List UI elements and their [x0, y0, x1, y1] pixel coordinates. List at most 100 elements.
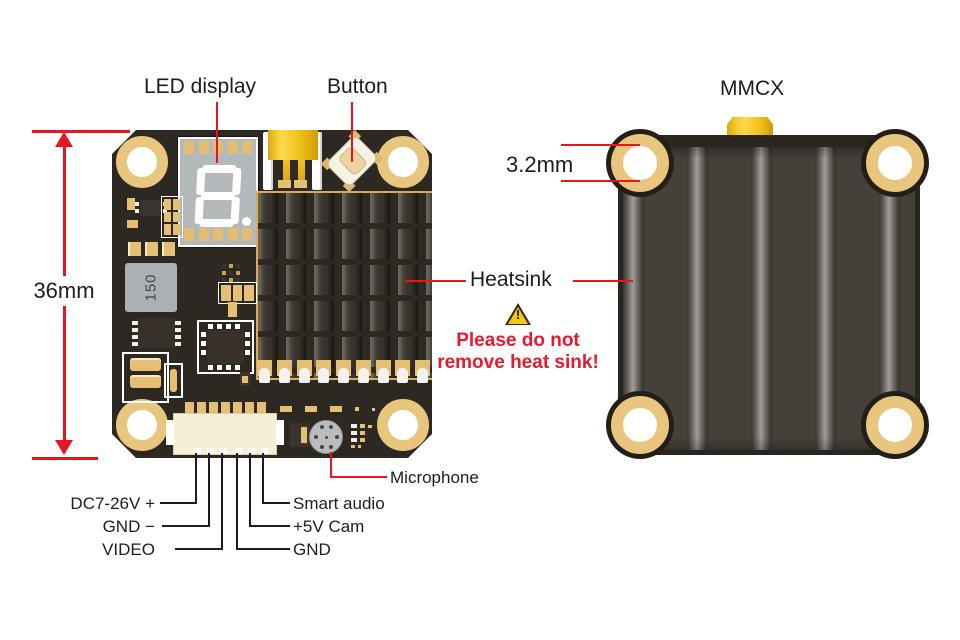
leader-line-heatsink-right [573, 280, 633, 282]
mounting-hole [377, 399, 429, 451]
leader-line-hole-top [561, 144, 640, 146]
dot [236, 278, 240, 282]
dimension-shaft-upper [63, 145, 66, 276]
antenna-standoff-right [312, 132, 322, 190]
castellated-pad [395, 360, 410, 376]
dot [222, 264, 226, 268]
leader-line-heatsink-left [405, 280, 466, 282]
segment [231, 197, 240, 224]
pad [164, 212, 171, 223]
pin-wire [249, 453, 251, 527]
segment [201, 192, 235, 200]
pin-line [160, 502, 197, 504]
seven-segment-digit [194, 165, 241, 227]
segment-dot [242, 217, 251, 226]
pin-wire [262, 453, 264, 504]
wire-notch [207, 448, 214, 454]
mic-hole [320, 445, 324, 449]
dot [236, 264, 240, 268]
pin-label-5v-cam: +5V Cam [293, 517, 365, 536]
leader-line-button [351, 102, 353, 162]
castellated-pad [376, 360, 391, 376]
mic-hole [335, 435, 339, 439]
segment [199, 219, 233, 227]
pad [242, 141, 252, 154]
pin-wire [236, 453, 238, 550]
chip-pad [135, 209, 139, 213]
dimension-extension-line-top [32, 130, 130, 133]
connector-tab [166, 420, 174, 445]
pad [197, 402, 206, 413]
pin-label-video: VIDEO [102, 540, 155, 559]
antenna-pin [283, 158, 290, 184]
mounting-hole [611, 396, 669, 454]
arrow-down-icon [55, 440, 73, 455]
pad [173, 199, 180, 210]
chip-pad [245, 341, 250, 346]
pad [351, 438, 357, 442]
pad [305, 406, 317, 412]
chip-pad [208, 324, 213, 329]
dimension-shaft-lower [63, 306, 66, 442]
led-pads-top [184, 141, 252, 154]
mmcx-label: MMCX [720, 77, 785, 100]
pad-row [280, 406, 375, 412]
pad [351, 424, 357, 428]
castellated-pad [356, 360, 371, 376]
segment [195, 197, 204, 224]
pad [209, 402, 218, 413]
pad [301, 427, 307, 443]
led-display-module: 8. [178, 137, 258, 247]
chip-pad [135, 202, 139, 206]
pad [173, 212, 180, 223]
cable-connector [173, 413, 277, 455]
mounting-hole [116, 136, 168, 188]
chip-pad [226, 365, 231, 370]
pad-grid [161, 196, 183, 238]
chip-pad [175, 335, 181, 339]
warning-block: ! Please do not remove heat sink! [433, 303, 603, 374]
pad [199, 141, 209, 154]
pin-label-gnd-left: GND − [102, 517, 155, 536]
smd-part [290, 423, 310, 447]
led-pads-bottom [184, 228, 252, 241]
pad [245, 402, 254, 413]
castellated-pad [336, 360, 351, 376]
smd-part [240, 372, 250, 386]
pad [330, 406, 342, 412]
dimension-36mm-label: 36mm [33, 278, 95, 303]
pad [233, 285, 243, 301]
module-edge-pads [257, 360, 430, 386]
castellated-pad [316, 360, 331, 376]
dot [222, 278, 226, 282]
capacitor [130, 375, 161, 388]
chip-pad [201, 332, 206, 337]
chip-pad [217, 324, 222, 329]
smd-ic [140, 200, 162, 216]
mic-hole [320, 425, 324, 429]
jumper-dots [222, 264, 240, 282]
back-board [618, 135, 920, 455]
pad [184, 141, 194, 154]
chip-pad [208, 365, 213, 370]
pin-label-power: DC7-26V + [70, 494, 155, 513]
antenna-standoff-left [263, 132, 273, 190]
smd-part [127, 198, 135, 210]
inductor-label: 150 [142, 273, 160, 302]
button-label: Button [327, 75, 388, 98]
chip-pad [235, 365, 240, 370]
chip-pad [245, 332, 250, 337]
chip-pad [132, 321, 138, 325]
antenna-pad [278, 180, 291, 188]
pad [221, 285, 231, 301]
pad [280, 406, 292, 412]
chip-pad [226, 324, 231, 329]
arrow-up-icon [55, 132, 73, 147]
qfn-chip [197, 320, 254, 374]
pin-line [264, 502, 290, 504]
dot [229, 278, 233, 282]
mounting-hole [377, 136, 429, 188]
mic-hole [325, 436, 328, 439]
leader-line-hole-bottom [561, 180, 640, 182]
